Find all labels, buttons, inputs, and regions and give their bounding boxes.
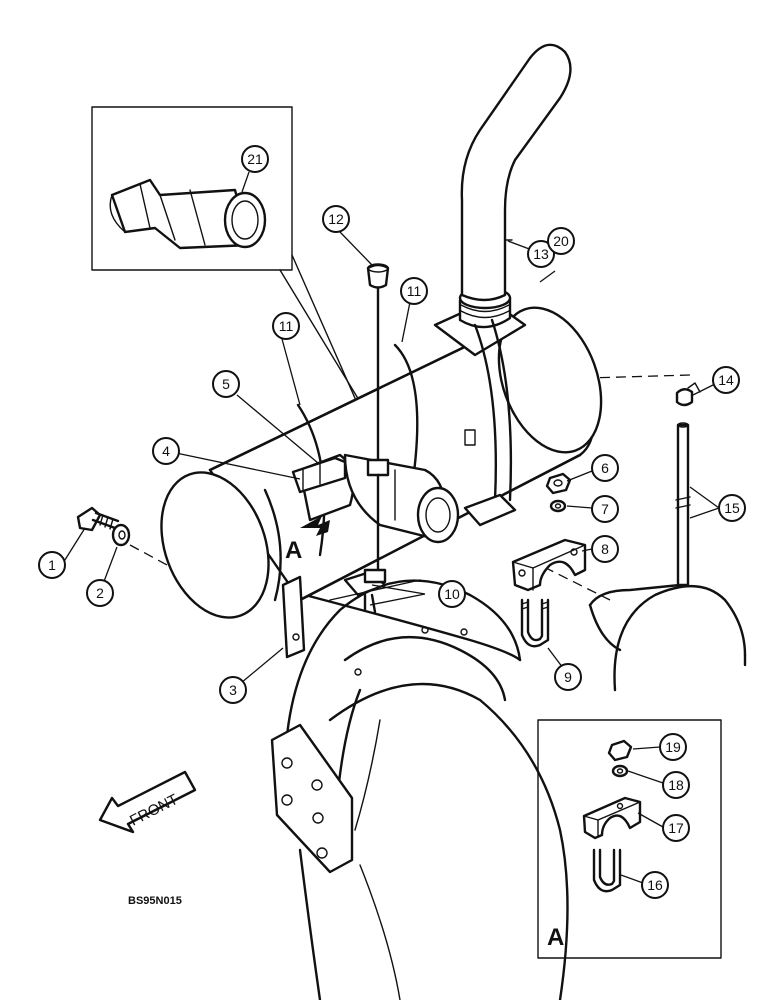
callout-16: 16 — [641, 871, 669, 899]
svg-text:16: 16 — [647, 877, 663, 893]
view-a-marker: A — [285, 537, 302, 564]
detail-view-a: A — [537, 719, 722, 959]
tailpipe-inset — [91, 106, 293, 271]
svg-text:2: 2 — [96, 585, 104, 601]
centerline-rod — [519, 374, 691, 381]
svg-text:18: 18 — [668, 777, 684, 793]
callout-10: 10 — [438, 580, 466, 608]
fender-outline — [270, 579, 569, 1000]
callout-11-left: 11 — [272, 312, 300, 340]
bolt — [76, 506, 120, 532]
svg-text:3: 3 — [229, 682, 237, 698]
svg-text:15: 15 — [724, 500, 740, 516]
callout-20: 20 — [547, 227, 575, 255]
grommet — [366, 263, 390, 289]
tail-pipe — [460, 43, 572, 302]
callout-13: 13 — [527, 240, 555, 268]
callout-15: 15 — [718, 494, 746, 522]
svg-text:7: 7 — [601, 501, 609, 517]
svg-text:14: 14 — [718, 372, 734, 388]
svg-text:20: 20 — [553, 233, 569, 249]
detail-nut — [607, 739, 633, 762]
detail-u-bolt — [592, 848, 622, 893]
detail-clamp — [582, 796, 642, 840]
detail-view-label: A — [547, 924, 564, 951]
saddle-clamp — [511, 538, 587, 592]
callout-14: 14 — [712, 366, 740, 394]
drawing-reference: BS95N015 — [128, 895, 182, 907]
callout-12: 12 — [322, 205, 350, 233]
front-direction-arrow: FRONT — [98, 770, 197, 834]
svg-text:10: 10 — [444, 586, 460, 602]
nut-6 — [545, 472, 572, 495]
detail-washer — [611, 764, 629, 778]
centerline-bolt — [129, 544, 196, 581]
view-a-arrow-icon — [300, 516, 330, 536]
svg-text:19: 19 — [665, 739, 681, 755]
callout-6: 6 — [591, 454, 619, 482]
inlet-pipe — [291, 268, 460, 582]
tailpipe-extension-part — [109, 178, 267, 250]
washer — [111, 523, 131, 547]
u-bolt — [520, 598, 550, 648]
callout-2: 2 — [86, 579, 114, 607]
svg-text:11: 11 — [407, 283, 422, 299]
callout-5: 5 — [212, 370, 240, 398]
tailpipe-inset-frame — [91, 106, 293, 271]
lower-bracket — [281, 568, 421, 659]
detail-view-frame — [537, 719, 722, 959]
callout-3: 3 — [219, 676, 247, 704]
callout-8: 8 — [591, 535, 619, 563]
rear-hanger — [463, 318, 517, 527]
right-pipe-cover — [588, 583, 747, 692]
washer-7 — [549, 499, 567, 513]
leader-lines — [62, 171, 720, 884]
svg-text:9: 9 — [564, 669, 572, 685]
svg-text:5: 5 — [222, 376, 230, 392]
svg-text:13: 13 — [533, 246, 549, 262]
svg-text:6: 6 — [601, 460, 609, 476]
callout-11-right: 11 — [400, 277, 428, 305]
callout-4: 4 — [152, 437, 180, 465]
svg-text:8: 8 — [601, 541, 609, 557]
callout-21: 21 — [241, 145, 269, 173]
callout-1: 1 — [38, 551, 66, 579]
callout-7: 7 — [591, 495, 619, 523]
callout-18: 18 — [662, 771, 690, 799]
rod — [675, 422, 691, 587]
callout-19: 19 — [659, 733, 687, 761]
svg-text:17: 17 — [668, 820, 684, 836]
front-arrow-icon — [98, 770, 197, 834]
svg-text:11: 11 — [279, 318, 294, 334]
clip — [675, 382, 701, 407]
svg-text:21: 21 — [247, 151, 263, 167]
svg-text:1: 1 — [48, 557, 56, 573]
inset-leader-line-1 — [279, 269, 366, 411]
callout-9: 9 — [554, 663, 582, 691]
svg-text:12: 12 — [328, 211, 344, 227]
callout-17: 17 — [662, 814, 690, 842]
svg-text:4: 4 — [162, 443, 170, 459]
